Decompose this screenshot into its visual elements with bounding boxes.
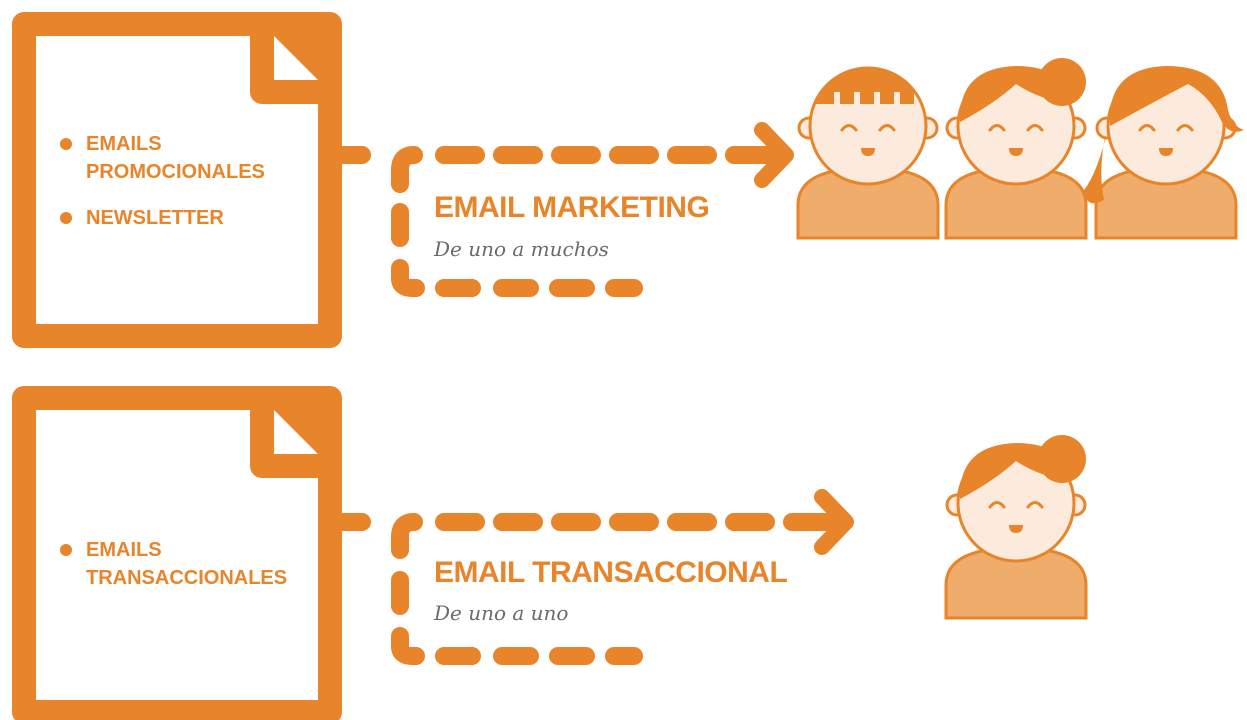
person-icon-3 xyxy=(1084,66,1244,240)
flow-subtitle-transactional: De uno a uno xyxy=(434,601,569,625)
person-icon-2 xyxy=(944,58,1088,240)
document-icon-marketing xyxy=(12,12,342,348)
bullet-icon xyxy=(60,212,72,224)
list-item-line: NEWSLETTER xyxy=(86,207,224,229)
flow-subtitle-marketing: De uno a muchos xyxy=(434,237,609,261)
flow-arrow-marketing xyxy=(333,122,794,297)
document-icon-transactional xyxy=(12,386,342,720)
person-icon-1 xyxy=(796,66,940,240)
flow-arrow-transactional xyxy=(333,489,854,665)
document-list-transactional: EMAILS TRANSACCIONALES xyxy=(58,536,287,592)
list-item-line: TRANSACCIONALES xyxy=(86,567,288,589)
list-item: NEWSLETTER xyxy=(58,204,265,232)
list-item-line: EMAILS xyxy=(86,133,162,155)
person-icon-single xyxy=(944,435,1088,620)
document-list-marketing: EMAILS PROMOCIONALES NEWSLETTER xyxy=(58,130,265,232)
flow-title-transactional: EMAIL TRANSACCIONAL xyxy=(434,556,788,589)
list-item-line: EMAILS xyxy=(86,539,162,561)
list-item: EMAILS PROMOCIONALES xyxy=(58,130,265,186)
bullet-icon xyxy=(60,544,72,556)
list-item: EMAILS TRANSACCIONALES xyxy=(58,536,287,592)
bullet-icon xyxy=(60,138,72,150)
list-item-line: PROMOCIONALES xyxy=(86,161,265,183)
flow-title-marketing: EMAIL MARKETING xyxy=(434,191,710,224)
